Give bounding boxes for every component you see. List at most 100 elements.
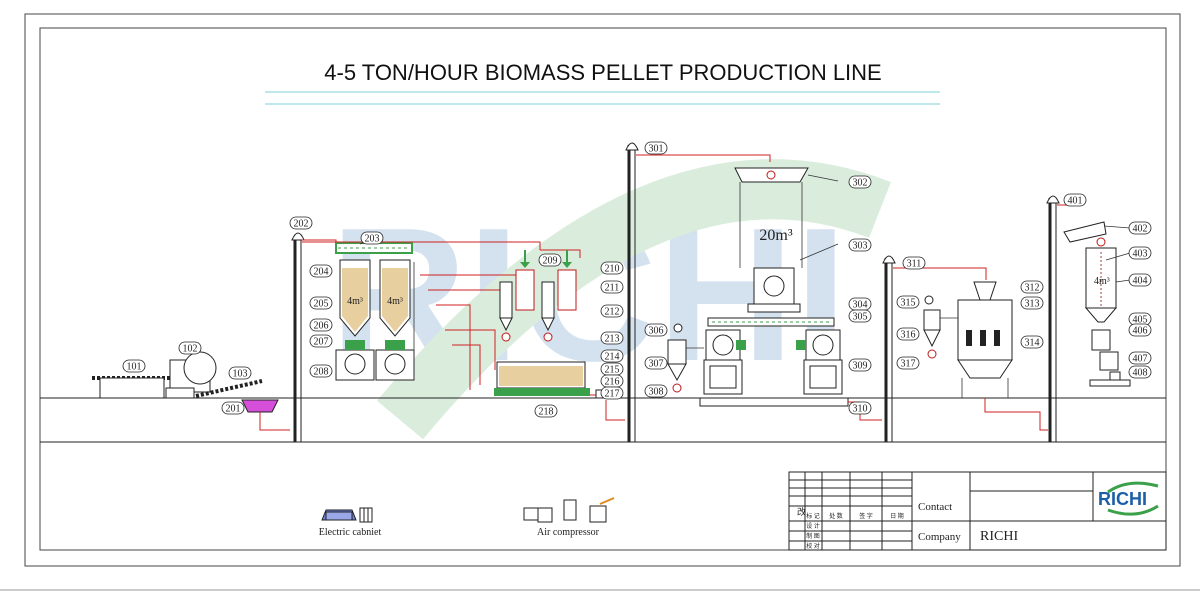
equipment-tag-label: 102 xyxy=(183,344,198,355)
svg-text:4m³: 4m³ xyxy=(1094,276,1110,287)
receiving-hopper-201 xyxy=(241,399,279,413)
section-200: 4m³ 4m³ xyxy=(259,232,617,442)
equipment-tag-label: 217 xyxy=(605,389,620,400)
equipment-tag-304: 304 xyxy=(848,297,872,311)
equipment-tag-315: 315 xyxy=(896,295,920,309)
equipment-tag-402: 402 xyxy=(1128,221,1152,235)
equipment-tag-317: 317 xyxy=(896,356,920,370)
equipment-tag-306: 306 xyxy=(644,323,668,337)
section-400: 4m³ xyxy=(1046,195,1131,442)
equipment-tag-206: 206 xyxy=(309,318,333,332)
equipment-tag-label: 211 xyxy=(605,283,620,294)
equipment-tag-211: 211 xyxy=(600,280,624,294)
header-qianzi: 签 字 xyxy=(859,512,873,520)
equipment-tag-label: 407 xyxy=(1133,354,1148,365)
legend-electric-cabinet: Electric cabniet xyxy=(319,507,382,538)
equipment-tag-label: 213 xyxy=(605,334,620,345)
row-sheji: 设 计 xyxy=(806,522,820,530)
revision-mark: 改 xyxy=(797,506,806,517)
equipment-tag-label: 315 xyxy=(901,298,916,309)
equipment-tag-217: 217 xyxy=(600,386,624,400)
header-biaoji: 标 记 xyxy=(806,512,820,520)
equipment-tag-label: 316 xyxy=(901,330,916,341)
equipment-tag-label: 313 xyxy=(1025,299,1040,310)
equipment-tag-label: 207 xyxy=(314,337,329,348)
equipment-tag-label: 403 xyxy=(1133,249,1148,260)
conveyor-stand xyxy=(99,377,165,399)
section-300: 20m³ xyxy=(605,142,1048,442)
cyclone-306 xyxy=(667,323,704,393)
equipment-tag-301: 301 xyxy=(644,141,668,155)
equipment-tag-311: 311 xyxy=(902,256,926,270)
equipment-tag-314: 314 xyxy=(1020,335,1044,349)
hammer-mill-208-left xyxy=(335,340,375,381)
equipment-tag-308: 308 xyxy=(644,384,668,398)
equipment-tag-316: 316 xyxy=(896,327,920,341)
equipment-tag-label: 310 xyxy=(853,404,868,415)
title-block: 改 标 记 处 数 签 字 日 期 设 计 制 图 校 对 Contact Co… xyxy=(788,471,1167,551)
logo-text: RICHI xyxy=(1098,489,1147,509)
equipment-tag-303: 303 xyxy=(848,238,872,252)
equipment-tag-408: 408 xyxy=(1128,365,1152,379)
equipment-tag-label: 305 xyxy=(853,312,868,323)
page-title: 4-5 TON/HOUR BIOMASS PELLET PRODUCTION L… xyxy=(324,60,881,85)
equipment-tag-label: 202 xyxy=(294,219,309,230)
finished-bin-404: 4m³ xyxy=(1084,237,1118,323)
vibrating-screen-402 xyxy=(1063,221,1107,243)
equipment-tag-312: 312 xyxy=(1020,280,1044,294)
equipment-tag-label: 404 xyxy=(1133,276,1148,287)
equipment-tag-label: 209 xyxy=(543,256,558,267)
equipment-tag-207: 207 xyxy=(309,334,333,348)
equipment-tag-label: 218 xyxy=(539,407,554,418)
equipment-tag-label: 212 xyxy=(605,307,620,318)
equipment-tag-302: 302 xyxy=(848,175,872,189)
equipment-tag-label: 204 xyxy=(314,267,329,278)
equipment-tags: 1011021032012022032042052062072082092102… xyxy=(122,141,1152,418)
equipment-tag-102: 102 xyxy=(178,341,202,355)
distribution-screw-304 xyxy=(707,317,835,327)
equipment-tag-label: 103 xyxy=(233,369,248,380)
equipment-tag-214: 214 xyxy=(600,349,624,363)
equipment-tag-208: 208 xyxy=(309,364,333,378)
inner-frame xyxy=(39,27,1167,551)
electric-cabinet-label: Electric cabniet xyxy=(319,527,382,538)
section-100 xyxy=(92,351,279,413)
equipment-tag-label: 206 xyxy=(314,321,329,332)
row-zhitu: 制 图 xyxy=(806,532,820,540)
header-riqi: 日 期 xyxy=(890,512,904,520)
equipment-tag-label: 307 xyxy=(649,359,664,370)
pellet-mill-left xyxy=(703,329,746,395)
equipment-tag-label: 101 xyxy=(127,362,142,373)
equipment-tag-216: 216 xyxy=(600,374,624,388)
company-value: RICHI xyxy=(980,529,1018,544)
equipment-tag-label: 203 xyxy=(365,234,380,245)
equipment-tag-406: 406 xyxy=(1128,323,1152,337)
equipment-tag-label: 210 xyxy=(605,264,620,275)
equipment-tag-202: 202 xyxy=(289,216,313,230)
svg-text:4m³: 4m³ xyxy=(347,296,363,307)
counterflow-cooler-314 xyxy=(957,281,1013,398)
cyclone-315 xyxy=(923,295,958,359)
equipment-tag-label: 405 xyxy=(1133,315,1148,326)
equipment-tag-313: 313 xyxy=(1020,296,1044,310)
equipment-tag-label: 406 xyxy=(1133,326,1148,337)
richi-logo: RICHI xyxy=(1098,481,1159,516)
equipment-tag-401: 401 xyxy=(1063,193,1087,207)
cyclone-set-209-left xyxy=(499,250,535,342)
equipment-tag-310: 310 xyxy=(848,401,872,415)
equipment-tag-label: 208 xyxy=(314,367,329,378)
hammer-mill-208-right xyxy=(375,340,415,381)
equipment-tag-204: 204 xyxy=(309,264,333,278)
pellet-conveyor-310 xyxy=(699,397,849,407)
silo-204-right: 4m³ xyxy=(379,259,411,337)
equipment-tag-210: 210 xyxy=(600,261,624,275)
equipment-tag-label: 306 xyxy=(649,326,664,337)
equipment-tag-label: 312 xyxy=(1025,283,1040,294)
equipment-tag-label: 314 xyxy=(1025,338,1040,349)
equipment-tag-205: 205 xyxy=(309,296,333,310)
equipment-tag-203: 203 xyxy=(360,231,384,245)
wood-chipper-102 xyxy=(165,351,217,399)
equipment-tag-213: 213 xyxy=(600,331,624,345)
equipment-tag-label: 304 xyxy=(853,300,868,311)
